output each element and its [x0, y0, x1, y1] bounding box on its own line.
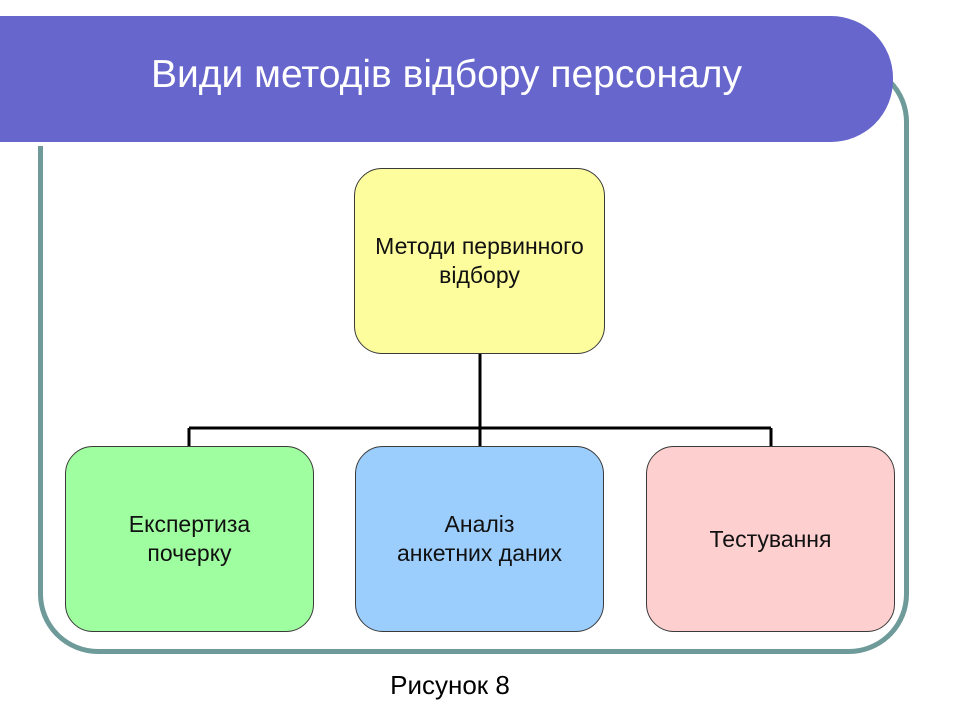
node-pink-text: Тестування — [710, 525, 832, 554]
figure-caption: Рисунок 8 — [390, 670, 510, 700]
title-bar — [0, 16, 893, 146]
node-pink-line1: Тестування — [709, 525, 832, 552]
node-blue-line1: Аналіз — [444, 511, 515, 537]
node-blue-text: Аналіз анкетних даних — [397, 510, 562, 568]
node-handwriting-expertise: Експертиза почерку — [65, 446, 314, 632]
node-green-line1: Експертиза — [128, 511, 251, 537]
node-root-line1: Методи первинного — [375, 233, 584, 259]
node-questionnaire-analysis: Аналіз анкетних даних — [355, 446, 604, 632]
node-green-text: Експертиза почерку — [129, 510, 250, 568]
node-root-text: Методи первинного відбору — [375, 232, 584, 290]
slide-title: Види методів відбору персоналу — [151, 53, 742, 96]
title-underline — [0, 142, 848, 146]
node-primary-selection-methods: Методи первинного відбору — [354, 168, 605, 354]
node-testing: Тестування — [646, 446, 895, 632]
node-green-line2: почерку — [147, 540, 232, 566]
node-blue-line2: анкетних даних — [396, 540, 563, 566]
node-root-line2: відбору — [439, 262, 520, 288]
